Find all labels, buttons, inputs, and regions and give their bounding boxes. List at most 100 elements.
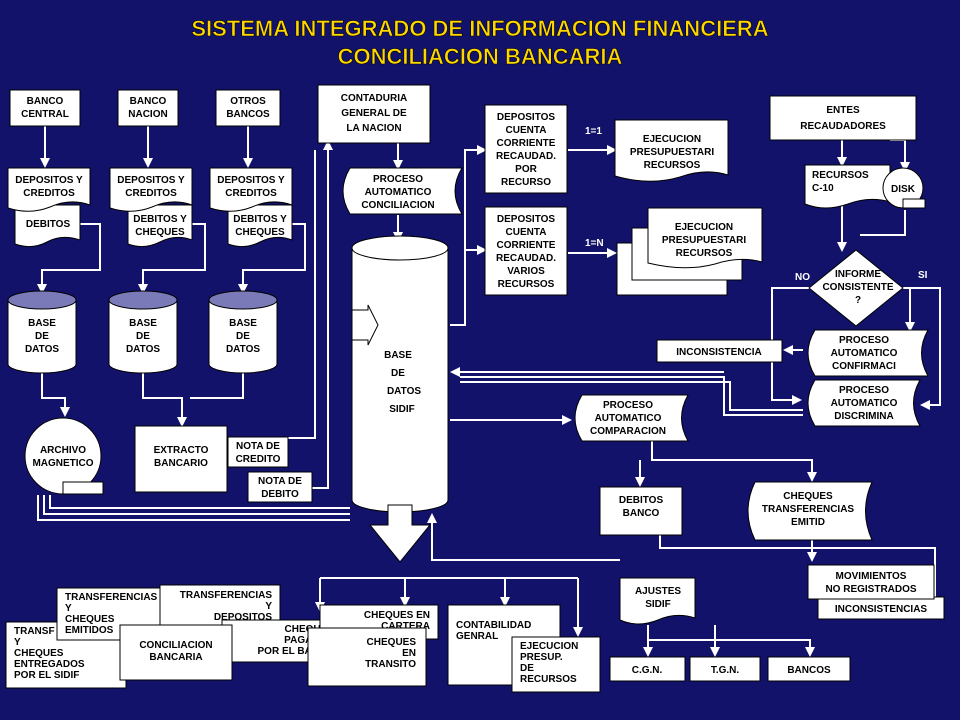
node-inconsistencias: INCONSISTENCIAS bbox=[817, 596, 945, 620]
svg-text:C.G.N.: C.G.N. bbox=[632, 665, 663, 676]
label-si: SI bbox=[918, 270, 928, 281]
input-arrow-shape bbox=[351, 304, 379, 346]
node-bancos: BANCOS bbox=[767, 656, 851, 682]
node-cgn: C.G.N. bbox=[609, 656, 686, 682]
title-line-1: SISTEMA INTEGRADO DE INFORMACION FINANCI… bbox=[191, 16, 768, 41]
disk-icon: DISK bbox=[882, 167, 926, 209]
connectors bbox=[37, 126, 941, 657]
svg-text:BANCOS: BANCOS bbox=[787, 665, 831, 676]
svg-text:DISK: DISK bbox=[891, 184, 916, 195]
ratio-1-n: 1=N bbox=[585, 238, 604, 249]
node-debitos: DEBITOS bbox=[14, 204, 81, 248]
output-arrow-shape bbox=[368, 504, 432, 563]
svg-text:DEBITOS: DEBITOS bbox=[26, 219, 71, 230]
svg-text:INCONSISTENCIA: INCONSISTENCIA bbox=[676, 347, 762, 358]
node-tgn: T.G.N. bbox=[689, 656, 761, 682]
svg-text:T.G.N.: T.G.N. bbox=[711, 665, 740, 676]
title-line-2: CONCILIACION BANCARIA bbox=[338, 44, 623, 69]
label-no: NO bbox=[795, 272, 810, 283]
svg-text:INCONSISTENCIAS: INCONSISTENCIAS bbox=[835, 604, 928, 615]
ratio-1-1: 1=1 bbox=[585, 126, 602, 137]
node-inconsistencia: INCONSISTENCIA bbox=[656, 339, 783, 363]
